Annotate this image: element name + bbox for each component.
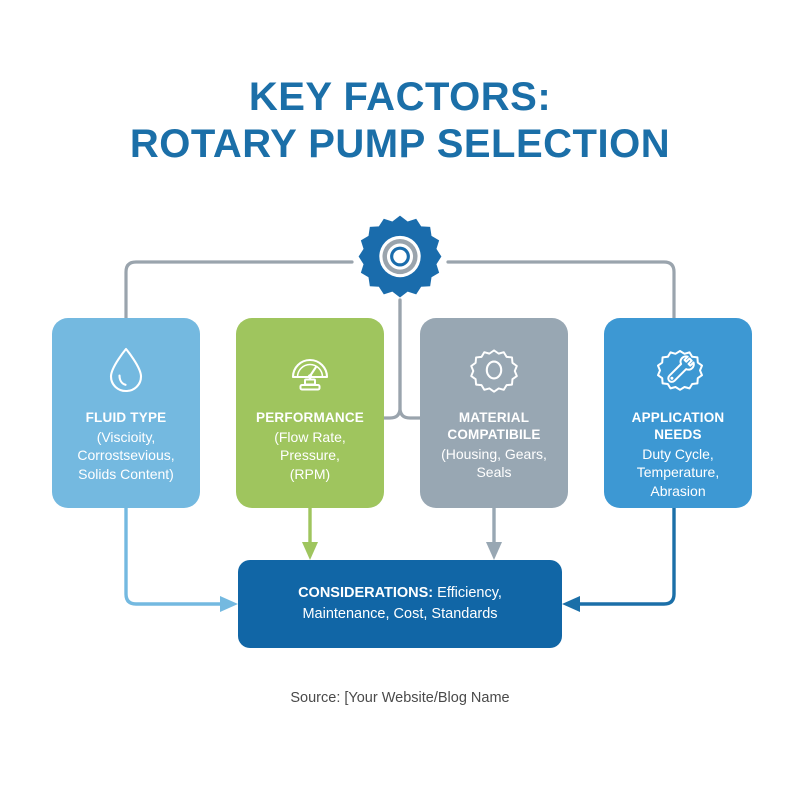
considerations-bar[interactable]: CONSIDERATIONS: Efficiency, Maintenance,… [238, 560, 562, 648]
considerations-label: CONSIDERATIONS: [298, 584, 434, 601]
card-application-needs[interactable]: APPLICATION NEEDS Duty Cycle, Temperatur… [604, 318, 752, 508]
card-title: MATERIAL COMPATIBILE [441, 410, 546, 444]
gauge-icon [284, 344, 336, 396]
page-title: KEY FACTORS: ROTARY PUMP SELECTION [0, 74, 800, 168]
card-subtitle-line: (Housing, Gears, [441, 445, 547, 462]
card-subtitle-line: (Viscioity, [96, 428, 156, 445]
card-subtitle-line: Duty Cycle, [642, 445, 714, 462]
connector-hub-to-performance [382, 298, 402, 420]
card-fluid-type[interactable]: FLUID TYPE (Viscioity, Corrostsevious, S… [52, 318, 200, 508]
arrowhead-fluid-type [220, 596, 238, 612]
card-performance[interactable]: PERFORMANCE (Flow Rate, Pressure, (RPM) [236, 318, 384, 508]
card-subtitle-line: Temperature, [636, 464, 720, 481]
source-caption: Source: [Your Website/Blog Name [290, 690, 510, 706]
card-subtitle-line: (Flow Rate, [274, 428, 346, 445]
connector-hub-to-material [398, 298, 422, 420]
card-subtitle-line: Solids Content) [78, 465, 174, 482]
card-subtitle-line: Seals [476, 464, 512, 481]
card-title-line: COMPATIBILE [447, 426, 541, 442]
title-line-1: KEY FACTORS: [248, 75, 552, 119]
considerations-items: Efficiency, Maintenance, Cost, Standards [302, 584, 502, 622]
card-subtitle-line: (RPM) [289, 465, 331, 482]
card-subtitle-line: Abrasion [650, 482, 706, 499]
gear-wrench-icon [652, 344, 704, 396]
card-subtitle-line: Pressure, [280, 447, 340, 464]
card-title-line: MATERIAL [458, 410, 530, 425]
card-subtitle: (Housing, Gears, Seals [436, 445, 552, 482]
arrowhead-application-needs [562, 596, 580, 612]
card-title: FLUID TYPE [85, 410, 167, 425]
arrow-fluid-type-to-considerations [124, 506, 224, 606]
water-drop-icon [100, 344, 152, 396]
arrowhead-material [486, 542, 502, 560]
title-line-2: ROTARY PUMP SELECTION [129, 122, 671, 167]
arrow-application-needs-to-considerations [576, 506, 676, 606]
card-material-compatibile[interactable]: MATERIAL COMPATIBILE (Housing, Gears, Se… [420, 318, 568, 508]
arrowhead-performance [302, 542, 318, 560]
connector-hub-to-application-needs [446, 260, 676, 320]
considerations-text: CONSIDERATIONS: Efficiency, Maintenance,… [256, 583, 544, 625]
card-title: APPLICATION NEEDS [631, 410, 725, 442]
connector-hub-to-fluid-type [124, 260, 354, 320]
gear-icon [355, 212, 445, 302]
card-subtitle: Duty Cycle, Temperature, Abrasion [632, 445, 724, 500]
card-subtitle: (Viscioity, Corrostsevious, Solids Conte… [72, 428, 179, 483]
card-title: PERFORMANCE [256, 410, 364, 425]
card-subtitle-line: Corrostsevious, [77, 447, 175, 464]
card-subtitle: (Flow Rate, Pressure, (RPM) [269, 428, 351, 483]
cog-icon [468, 344, 520, 396]
